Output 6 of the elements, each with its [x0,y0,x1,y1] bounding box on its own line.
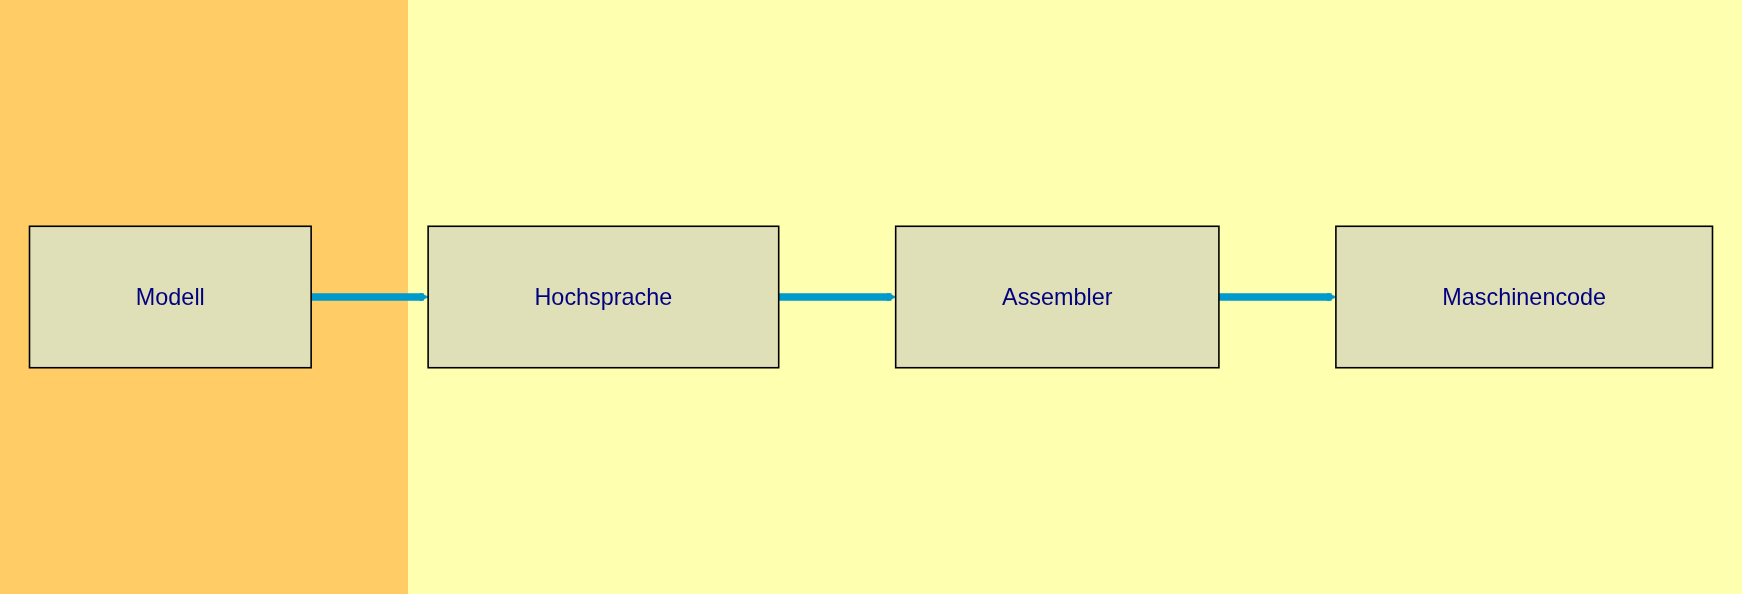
node-box: Maschinencode [1335,225,1714,369]
arrow [778,292,897,302]
arrow [311,292,429,302]
node-box: Modell [28,225,312,369]
node-box: Hochsprache [427,225,780,369]
node-box: Assembler [894,225,1220,369]
